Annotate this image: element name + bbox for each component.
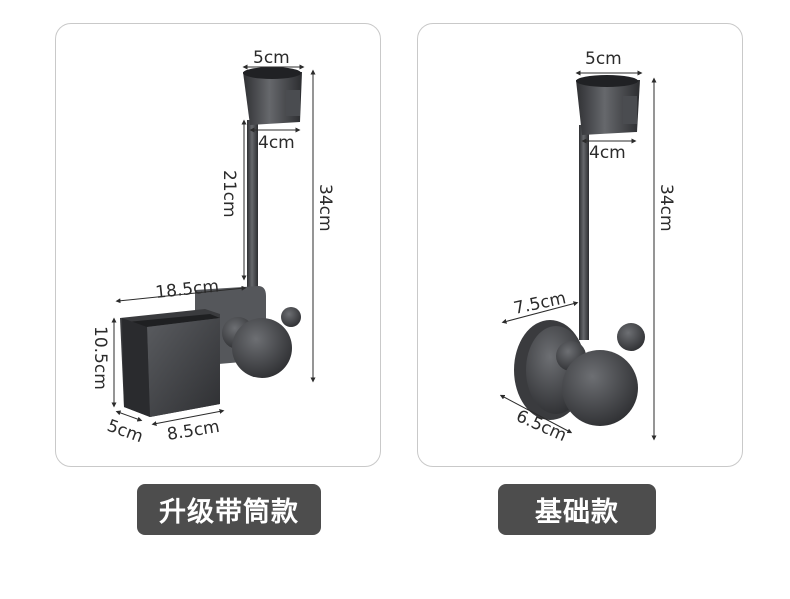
dim-cup-top: 5cm <box>253 48 290 68</box>
dim-cup-bottom: 4cm <box>258 133 295 153</box>
dim-box-width: 8.5cm <box>166 417 221 445</box>
upgrade-dimension-lines <box>111 64 316 426</box>
basic-holder-drawing <box>514 75 645 426</box>
dim-box-height: 10.5cm <box>90 326 110 390</box>
dim-total-height: 34cm <box>315 184 335 232</box>
upgrade-holder-drawing <box>120 67 302 417</box>
variant-label-basic: 基础款 <box>498 484 656 535</box>
dim-rod-length: 21cm <box>219 170 239 218</box>
dim-total-height: 34cm <box>656 184 676 232</box>
dim-base-diameter: 7.5cm <box>512 288 568 319</box>
dim-cup-top: 5cm <box>585 49 622 69</box>
basic-dimension-lines <box>499 70 657 441</box>
dim-cup-bottom: 4cm <box>589 143 626 163</box>
dim-box-depth: 5cm <box>104 416 145 447</box>
variant-label-upgrade: 升级带筒款 <box>137 484 321 535</box>
